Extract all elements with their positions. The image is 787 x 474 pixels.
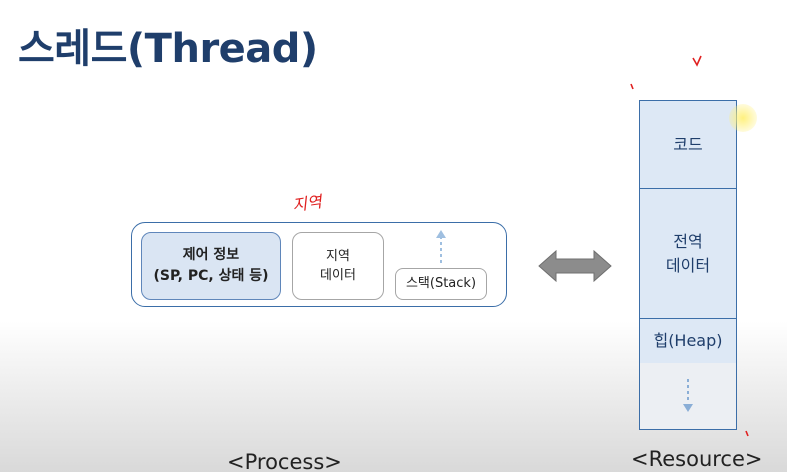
- resource-caption: <Resource>: [631, 447, 763, 471]
- stack-growth-arrow-icon: [436, 230, 446, 263]
- stack-cell: 스택(Stack): [395, 268, 487, 300]
- tick-mark: [745, 430, 749, 437]
- control-info-cell: 제어 정보 (SP, PC, 상태 등): [141, 232, 281, 300]
- tick-mark: [630, 83, 634, 90]
- heap-growth-arrow-icon: [683, 379, 693, 412]
- handwritten-annotation: 지역: [291, 192, 323, 215]
- cursor-highlight: [729, 104, 757, 132]
- process-caption: <Process>: [227, 450, 342, 474]
- code-label: 코드: [673, 134, 703, 154]
- code-section: 코드: [640, 101, 736, 189]
- double-arrow-icon: [538, 249, 612, 283]
- resource-column: 코드 전역 데이터 힙(Heap): [639, 100, 737, 430]
- control-info-detail: (SP, PC, 상태 등): [153, 268, 269, 284]
- local-data-label-1: 지역: [326, 248, 350, 264]
- global-data-label-1: 전역: [673, 232, 703, 252]
- heap-growth-area: [640, 363, 736, 429]
- global-data-label-2: 데이터: [665, 255, 711, 275]
- check-mark: [692, 55, 702, 67]
- page-title: 스레드(Thread): [18, 26, 318, 72]
- local-data-label-2: 데이터: [320, 268, 356, 283]
- local-data-cell: 지역 데이터: [292, 232, 384, 300]
- global-data-section: 전역 데이터: [640, 189, 736, 319]
- control-info-label: 제어 정보: [182, 247, 240, 263]
- heap-section: 힙(Heap): [640, 319, 736, 363]
- heap-label: 힙(Heap): [653, 331, 723, 351]
